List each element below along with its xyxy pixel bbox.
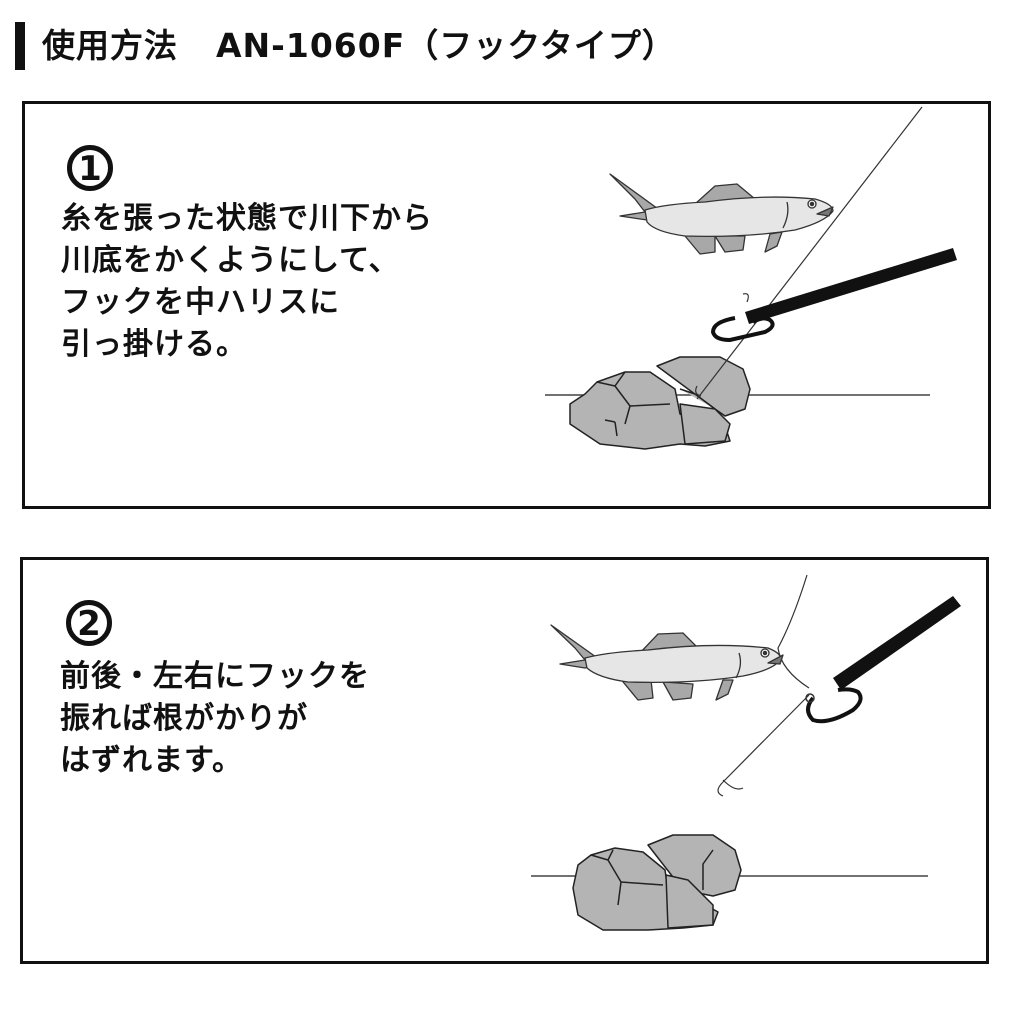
title-main: 使用方法 — [42, 26, 178, 65]
hook-retriever-tool-icon — [695, 248, 957, 397]
fish-icon — [609, 173, 834, 255]
instruction-line: フックを中ハリスに — [61, 285, 340, 320]
instruction-line: 川底をかくようにして、 — [61, 243, 400, 278]
rock-icon — [572, 834, 742, 931]
instruction-line: 糸を張った状態で川下から — [61, 201, 433, 236]
step-number-badge: 2 — [66, 600, 112, 646]
fish-hook-snag-illustration — [545, 106, 957, 450]
fish-icon — [550, 624, 784, 701]
instruction-line: 引っ掛ける。 — [61, 327, 247, 362]
fish-hook-release-illustration — [531, 574, 961, 931]
instruction-line: 前後・左右にフックを — [60, 659, 370, 694]
page-title: 使用方法 AN-1060F（フックタイプ） — [42, 18, 676, 74]
step-panel-2: 2 前後・左右にフックを 振れば根がかりが はずれます。 — [20, 557, 989, 964]
rock-icon — [569, 356, 751, 450]
hook-retriever-tool-icon — [805, 596, 961, 724]
step-instructions: 前後・左右にフックを 振れば根がかりが はずれます。 — [60, 656, 370, 782]
fishing-hook-icon — [717, 779, 744, 797]
instruction-line: はずれます。 — [60, 743, 243, 778]
instruction-line: 振れば根がかりが — [60, 701, 308, 736]
step-panel-1: 1 糸を張った状態で川下から 川底をかくようにして、 フックを中ハリスに 引っ掛… — [22, 101, 991, 509]
title-accent-bar — [15, 22, 25, 70]
step-instructions: 糸を張った状態で川下から 川底をかくようにして、 フックを中ハリスに 引っ掛ける… — [61, 198, 433, 366]
step-number-badge: 1 — [67, 145, 113, 191]
title-model: AN-1060F（フックタイプ） — [216, 26, 676, 65]
